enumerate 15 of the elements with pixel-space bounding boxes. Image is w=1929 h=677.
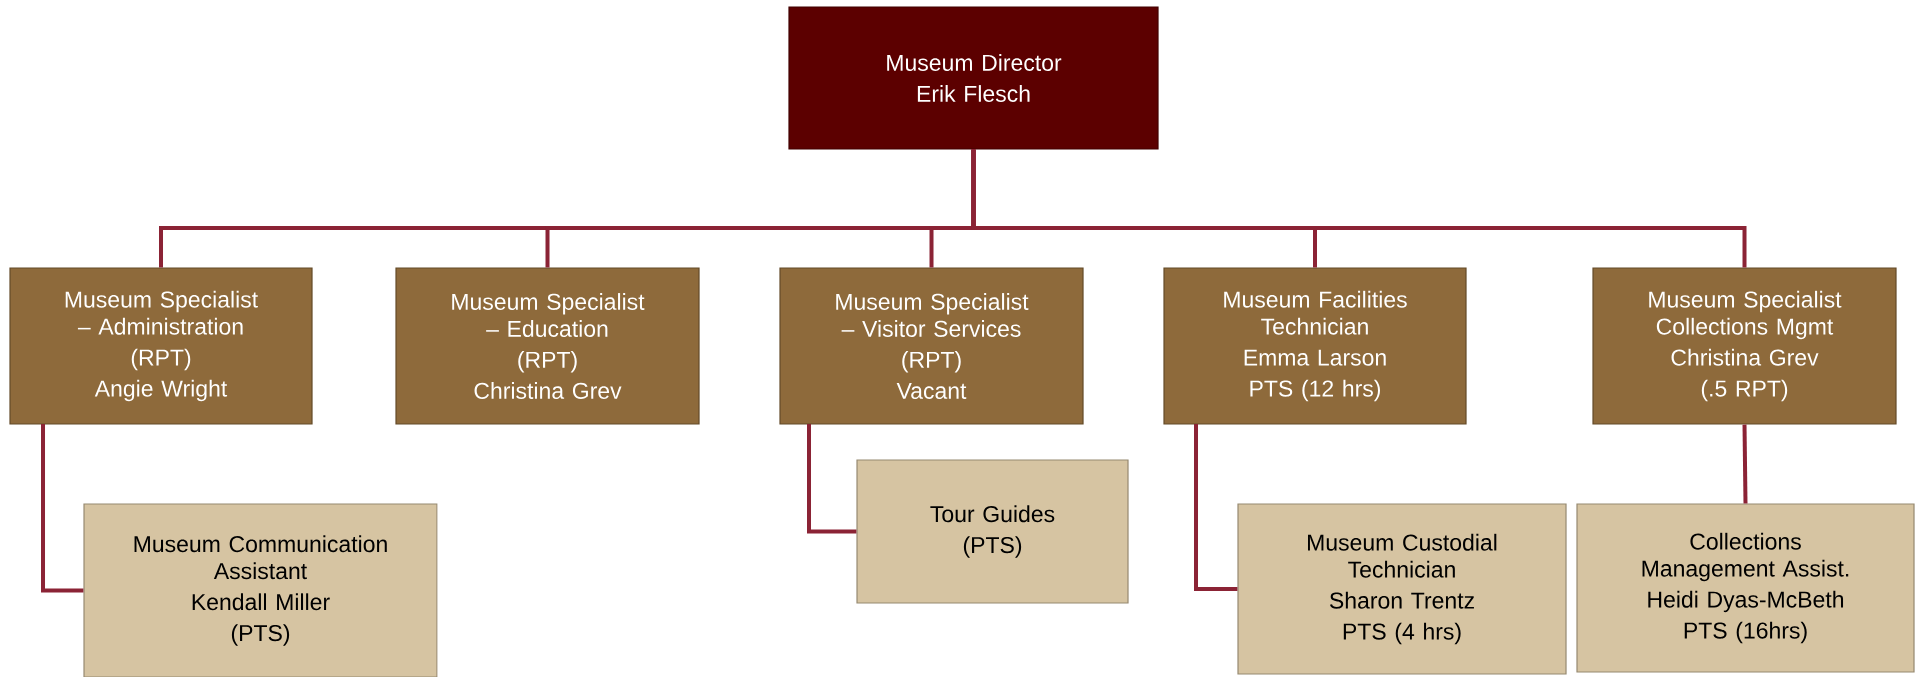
connector-line — [971, 149, 1747, 268]
position-box: Museum Specialist Collections Mgmt Christina Grev (.5 RPT) — [1592, 267, 1897, 425]
connector-line — [1194, 424, 1238, 591]
director-box: Museum Director Erik Flesch — [788, 6, 1159, 150]
connector-line — [807, 424, 857, 534]
position-box: Museum Facilities Technician Emma Larson PTS (12 hrs) — [1163, 267, 1467, 425]
connector-line — [41, 424, 84, 593]
position-box: Collections Management Assist. Heidi Dyas-McBeth PTS (16hrs) — [1576, 503, 1915, 673]
position-box: Tour Guides (PTS) — [856, 459, 1129, 604]
position-box: Museum Specialist – Administration (RPT) Angie Wright — [9, 267, 313, 425]
position-box: Museum Specialist – Visitor Services (RPT) Vacant — [779, 267, 1084, 425]
position-box: Museum Custodial Technician Sharon Trentz PTS (4 hrs) — [1237, 503, 1567, 675]
position-box: Museum Communication Assistant Kendall Miller (PTS) — [83, 503, 438, 677]
connector-line — [1742, 424, 1748, 504]
position-box: Museum Specialist – Education (RPT) Christina Grev — [395, 267, 700, 425]
